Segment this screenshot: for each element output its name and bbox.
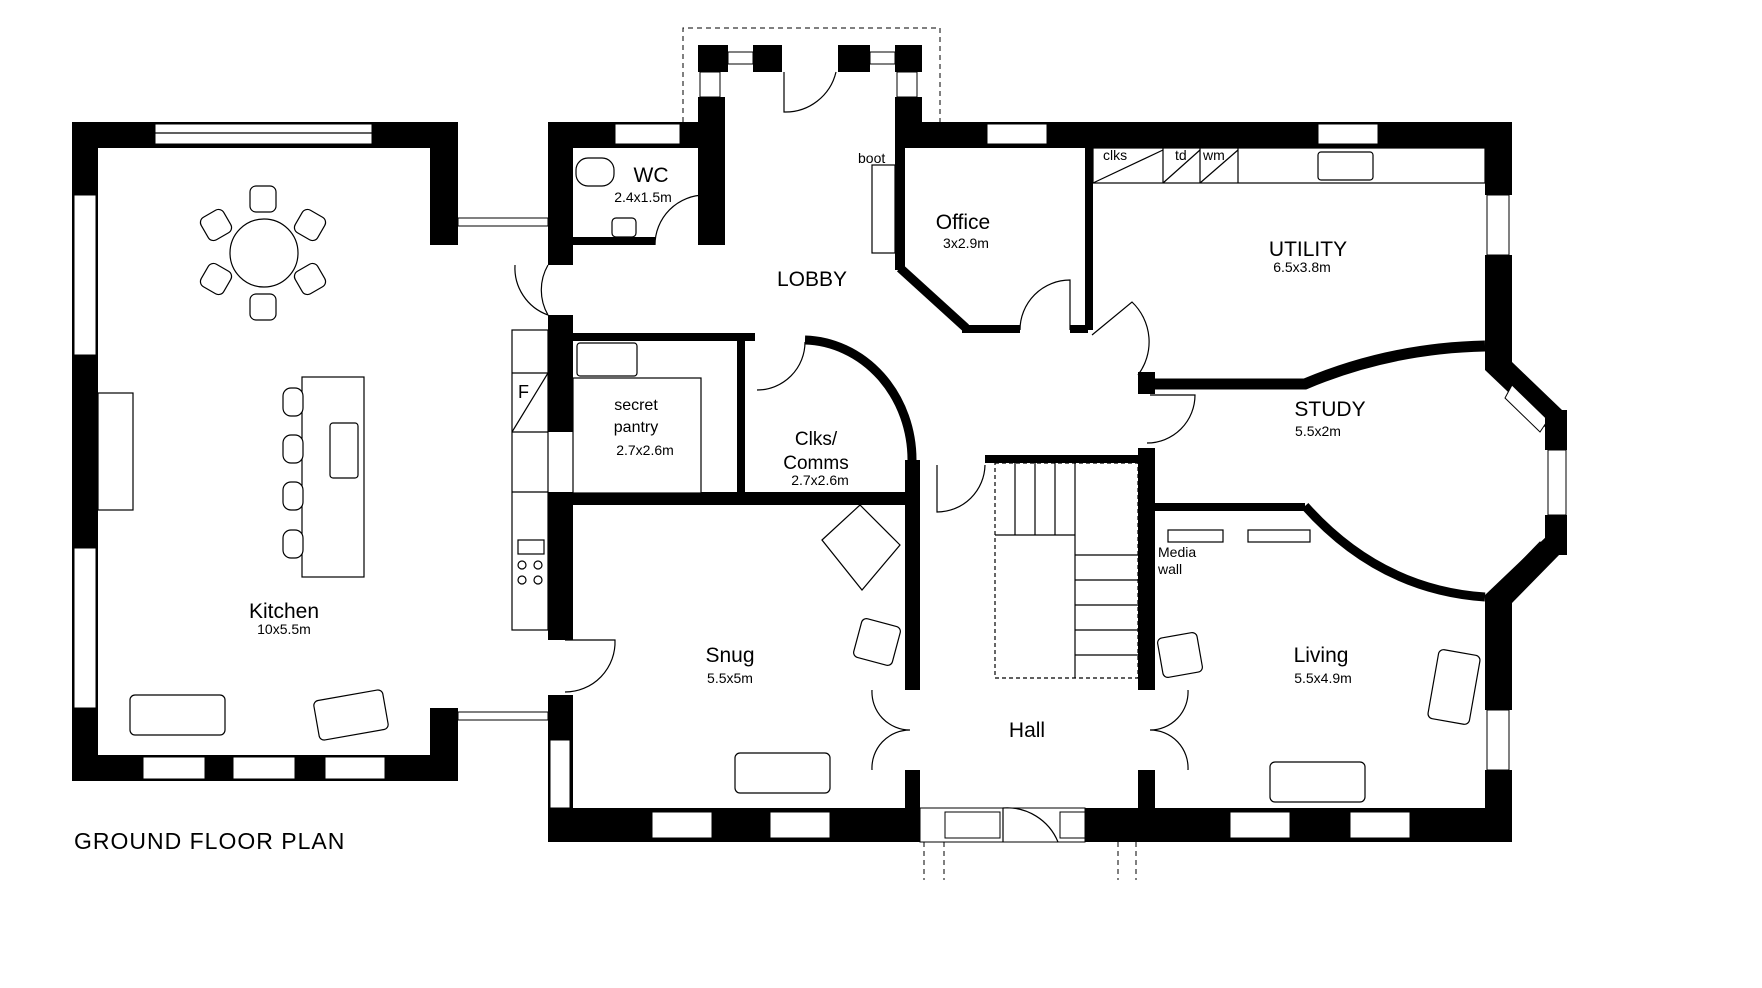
pantry-size: 2.7x2.6m: [616, 442, 674, 458]
pantry-label-2: pantry: [614, 419, 658, 436]
plan-title: GROUND FLOOR PLAN: [74, 828, 345, 854]
sofa-kitchen: [129, 694, 226, 736]
fridge-label: F: [518, 382, 529, 402]
wc-label: WC: [634, 164, 669, 187]
dining-chairs: [199, 185, 327, 321]
office-label: Office: [936, 211, 990, 234]
main-walls: [514, 122, 1567, 843]
study-size: 5.5x2m: [1295, 423, 1341, 439]
entrance-path: [923, 842, 1137, 880]
td-label: td: [1175, 147, 1187, 163]
utility-label: UTILITY: [1269, 238, 1347, 261]
dining-table: [229, 218, 299, 288]
lobby-label: LOBBY: [777, 268, 847, 291]
hall-label: Hall: [1009, 719, 1045, 742]
media-wall-label-1: Media: [1158, 544, 1196, 560]
snug-label: Snug: [705, 644, 754, 667]
kitchen-size: 10x5.5m: [257, 621, 311, 637]
living-size: 5.5x4.9m: [1294, 670, 1352, 686]
kitchen-label: Kitchen: [249, 600, 319, 623]
toilet: [575, 157, 615, 187]
living-label: Living: [1294, 644, 1349, 667]
fireplace: [97, 392, 134, 511]
snug-size: 5.5x5m: [707, 670, 753, 686]
room-labels: Kitchen 10x5.5m WC 2.4x1.5m LOBBY Office…: [74, 147, 1366, 854]
media-wall-label-2: wall: [1157, 561, 1182, 577]
study-label: STUDY: [1294, 398, 1365, 421]
porch-outline: [682, 27, 941, 122]
staircase: [994, 462, 1139, 679]
clks-label-1: Clks/: [795, 429, 838, 450]
fixtures: [97, 147, 1486, 803]
boot-label: boot: [858, 150, 885, 166]
office-size: 3x2.9m: [943, 235, 989, 251]
utility-size: 6.5x3.8m: [1273, 259, 1331, 275]
kitchen-walls: [72, 122, 549, 781]
clks-label-2: Comms: [783, 453, 848, 474]
pantry-label-1: secret: [614, 397, 658, 414]
wc-size: 2.4x1.5m: [614, 189, 672, 205]
wm-label: wm: [1202, 147, 1225, 163]
clks-cupboard-label: clks: [1103, 147, 1127, 163]
clks-size: 2.7x2.6m: [791, 472, 849, 488]
